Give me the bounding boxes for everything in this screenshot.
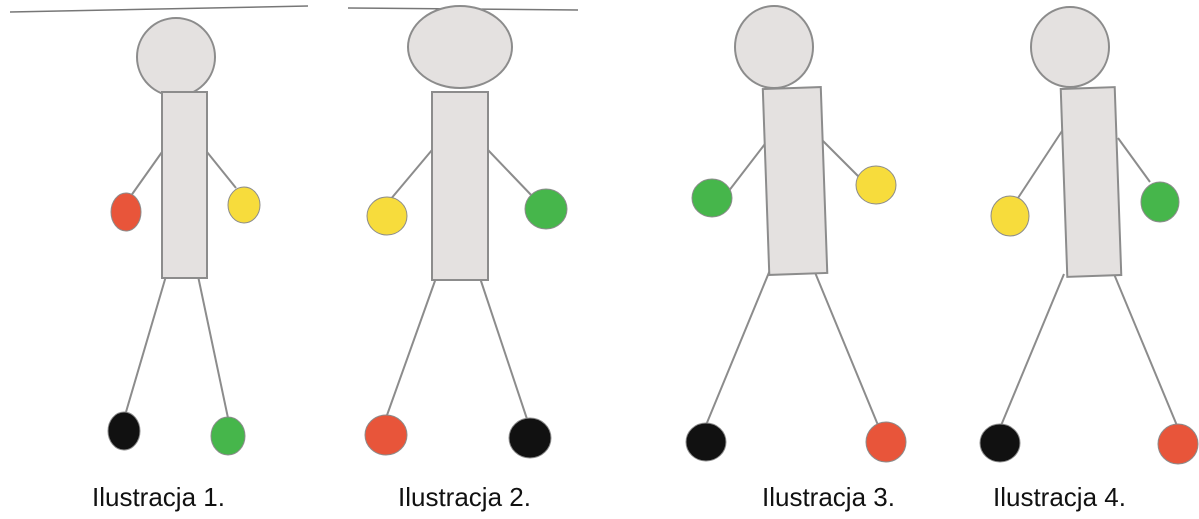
figure-2-head <box>407 5 513 89</box>
figure-4-right-leg <box>1113 273 1179 429</box>
figure-3-head <box>734 5 814 89</box>
figure-4-right-hand <box>1140 181 1180 223</box>
figure-3-left-hand <box>691 178 733 218</box>
figure-3-right-hand <box>855 165 897 205</box>
figure-3-torso <box>761 86 829 276</box>
figure-4-left-leg <box>999 273 1065 429</box>
figure-1-left-leg <box>125 275 167 413</box>
caption-figure-3: Ilustracja 3. <box>762 482 895 512</box>
figure-1-left-foot <box>107 411 141 451</box>
figure-2-left-arm <box>389 149 433 201</box>
figure-1-head <box>136 17 216 97</box>
figure-2-right-hand <box>524 188 568 230</box>
caption-figure-1: Ilustracja 1. <box>92 482 225 512</box>
figure-1-left-hand <box>110 192 142 232</box>
figure-1-left-arm <box>127 151 163 201</box>
figure-4-head <box>1030 6 1110 88</box>
figure-3-right-arm <box>821 139 863 181</box>
figure-1-right-foot <box>210 416 246 456</box>
figure-2-right-foot <box>508 417 552 459</box>
figure-2-right-arm <box>487 149 535 199</box>
figure-3-right-foot <box>865 421 907 463</box>
figure-4-left-hand <box>990 195 1030 237</box>
figure-3-right-leg <box>813 269 881 431</box>
figure-2-left-foot <box>364 414 408 456</box>
figure-2-left-hand <box>366 196 408 236</box>
figure-4-left-arm <box>1017 127 1065 199</box>
caption-figure-2: Ilustracja 2. <box>398 482 531 512</box>
figure-1-right-hand <box>227 186 261 224</box>
figure-2-right-leg <box>479 277 529 423</box>
figure-2-left-leg <box>385 277 437 419</box>
figure-3-left-foot <box>685 422 727 462</box>
figure-4-torso <box>1059 86 1123 278</box>
figure-4-right-foot <box>1157 423 1199 465</box>
figure-1 <box>107 17 261 456</box>
figure-2 <box>364 5 568 459</box>
figure-1-torso <box>161 91 208 279</box>
figure-3-left-arm <box>727 139 769 193</box>
figure-4-left-foot <box>979 423 1021 463</box>
figure-1-right-arm <box>206 151 237 189</box>
figure-4 <box>979 6 1199 465</box>
caption-figure-4: Ilustracja 4. <box>993 482 1126 512</box>
figure-3 <box>685 5 907 463</box>
top-line-left <box>9 5 309 13</box>
figure-1-right-leg <box>197 275 229 419</box>
figure-3-left-leg <box>703 269 771 431</box>
figure-2-torso <box>431 91 489 281</box>
figure-4-right-arm <box>1117 137 1151 183</box>
